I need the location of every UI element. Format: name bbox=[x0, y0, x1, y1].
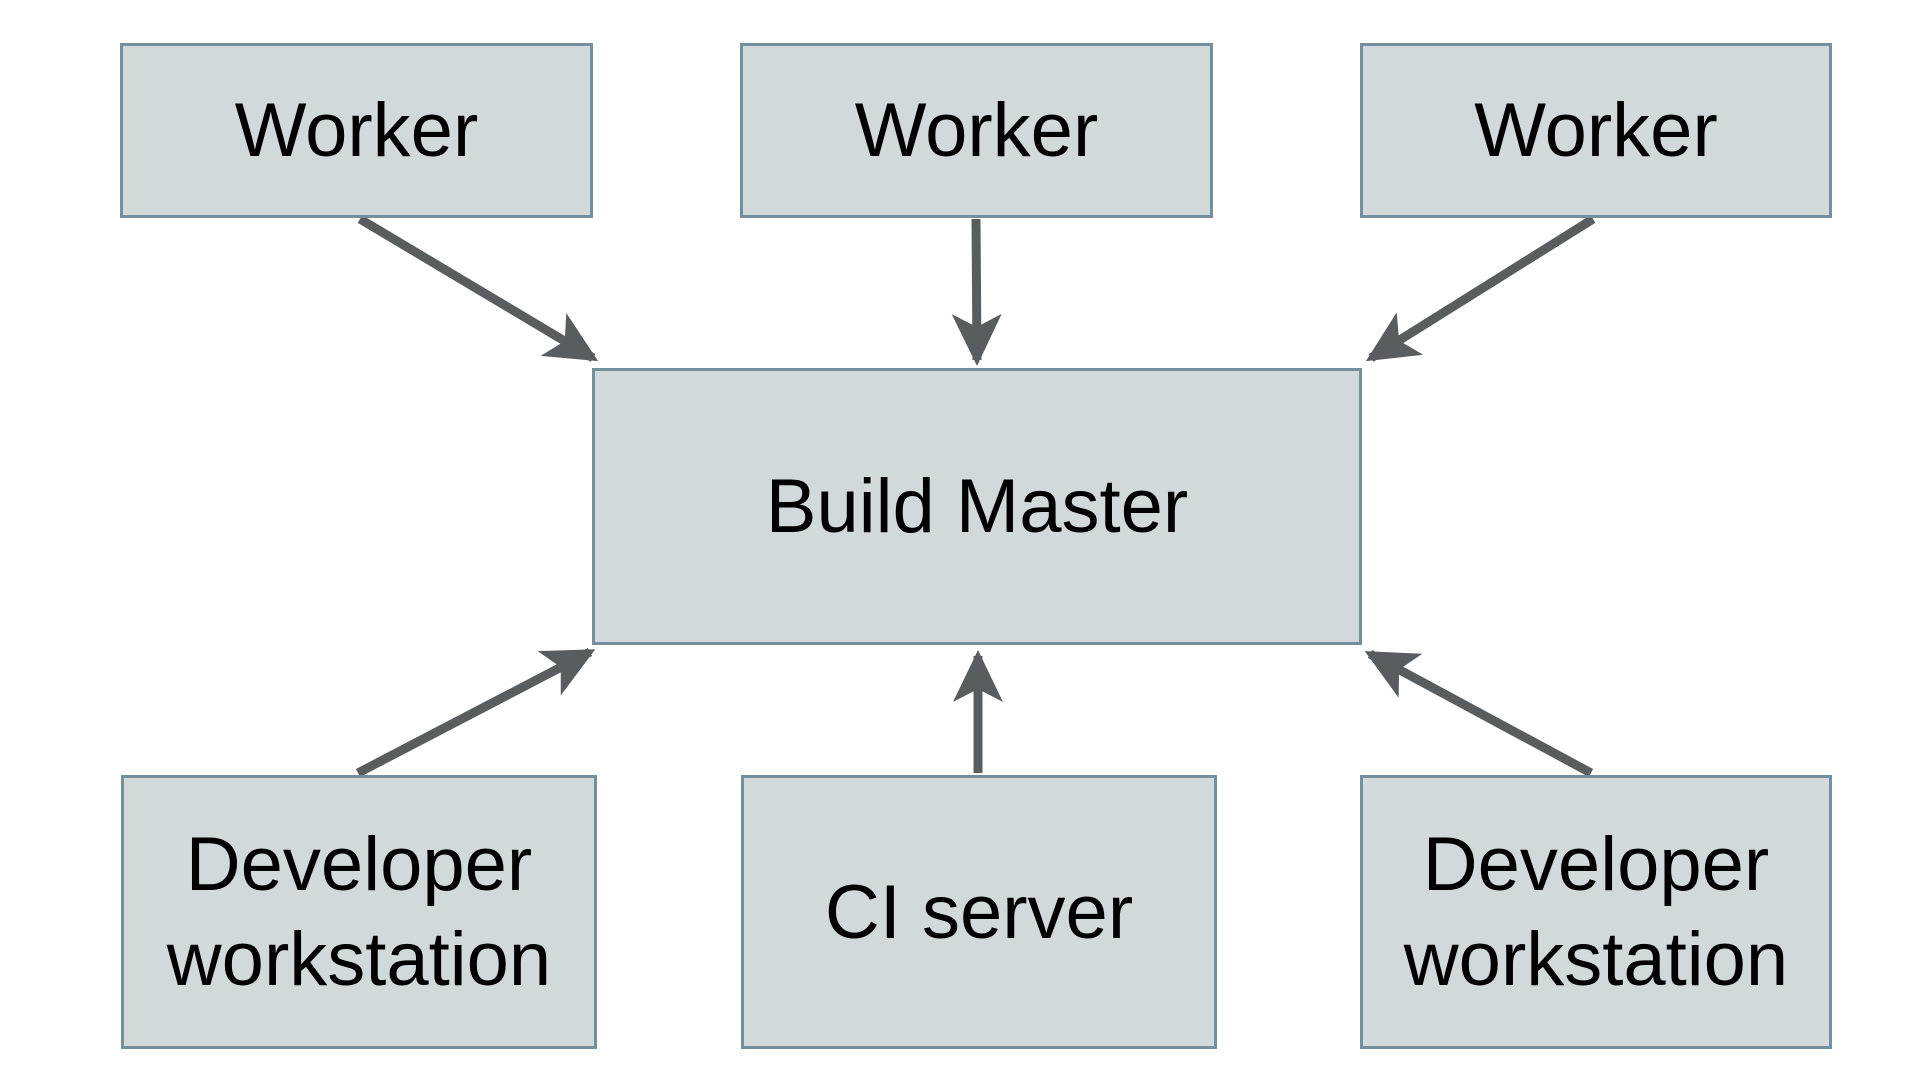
node-worker-3-label: Worker bbox=[1474, 88, 1718, 173]
arrow-worker-2-to-build-master bbox=[951, 218, 1002, 366]
node-worker-3: Worker bbox=[1360, 43, 1832, 218]
node-dev-workstation-1-label: Developer workstation bbox=[166, 822, 552, 1002]
arrow-worker-1-to-build-master bbox=[357, 215, 599, 362]
node-ci-server-label: CI server bbox=[824, 869, 1134, 955]
node-build-master-label: Build Master bbox=[765, 464, 1189, 549]
node-worker-1-label: Worker bbox=[234, 88, 479, 173]
node-dev-workstation-1: Developer workstation bbox=[121, 775, 597, 1049]
arrow-dev-workstation-2-to-build-master bbox=[1364, 650, 1594, 777]
node-worker-2-label: Worker bbox=[854, 88, 1099, 173]
node-ci-server: CI server bbox=[741, 775, 1217, 1049]
node-dev-workstation-2: Developer workstation bbox=[1360, 775, 1832, 1049]
node-build-master: Build Master bbox=[592, 368, 1362, 645]
arrow-dev-workstation-1-to-build-master bbox=[355, 648, 596, 777]
arrow-worker-3-to-build-master bbox=[1365, 215, 1596, 362]
node-worker-1: Worker bbox=[120, 43, 593, 218]
node-worker-2: Worker bbox=[740, 43, 1213, 218]
node-dev-workstation-2-label: Developer workstation bbox=[1403, 822, 1789, 1002]
